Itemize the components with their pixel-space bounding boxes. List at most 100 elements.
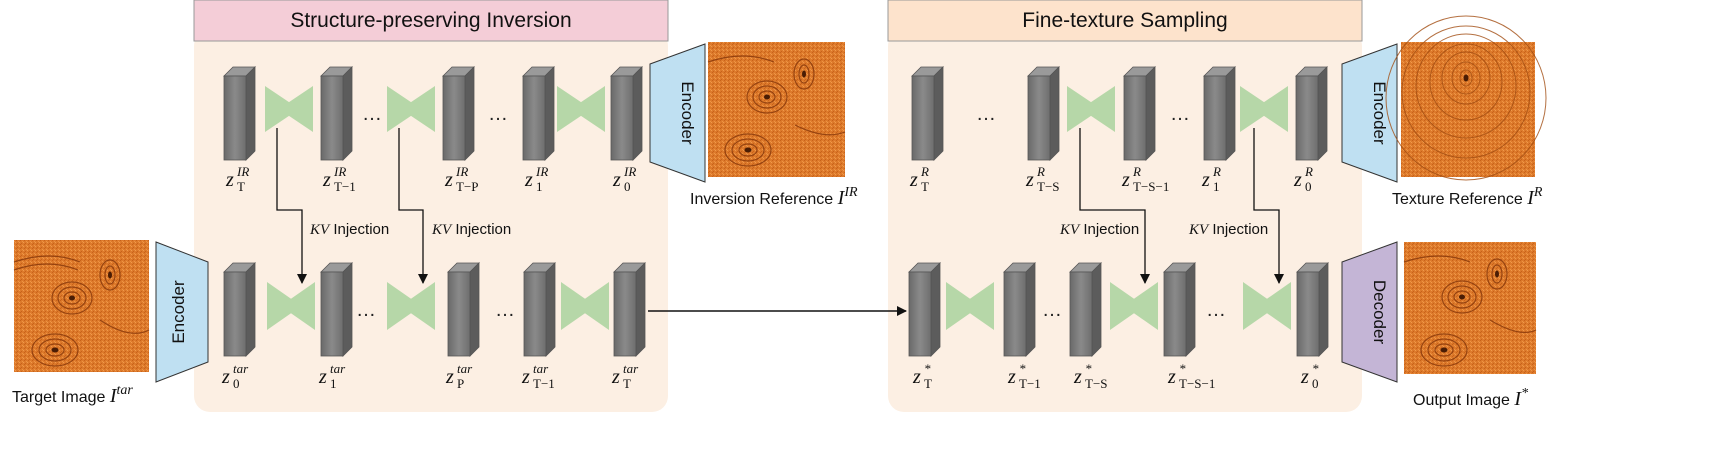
- target-image-caption: Target Image Itar: [12, 383, 133, 407]
- inversion-reference-image: [707, 42, 846, 177]
- unet-block: [267, 282, 315, 330]
- sampling-title: Fine-texture Sampling: [1022, 9, 1227, 32]
- latent-label-subscript: 1: [536, 179, 543, 194]
- texture-reference-encoder: [1341, 43, 1398, 183]
- output-image-caption: Output Image I*: [1413, 386, 1528, 410]
- latent-label-subscript: T−1: [533, 376, 555, 391]
- inversion-reference-caption: Inversion Reference IIR: [690, 185, 858, 209]
- latent-label-subscript: 1: [330, 376, 337, 391]
- latent-block: [1296, 262, 1329, 357]
- ellipsis: …: [362, 103, 382, 125]
- latent-block: [522, 66, 555, 161]
- ellipsis: …: [1042, 299, 1062, 321]
- latent-label: z*: [1007, 361, 1026, 388]
- latent-label-subscript: T: [623, 376, 631, 391]
- ellipsis: …: [1206, 299, 1226, 321]
- latent-block: [1069, 262, 1102, 357]
- unet-block: [1243, 282, 1291, 330]
- latent-block: [1003, 262, 1036, 357]
- kv-injection-arrow: [1079, 128, 1150, 284]
- latent-label-subscript: T: [924, 376, 932, 391]
- unet-block: [387, 282, 435, 330]
- kv-injection-label: KV Injection: [431, 221, 511, 238]
- latent-label: z*: [1073, 361, 1092, 388]
- latent-block: [1123, 66, 1156, 161]
- latent-label-subscript: T−S: [1037, 179, 1060, 194]
- latent-block: [613, 262, 646, 357]
- latent-label-subscript: T−1: [1019, 376, 1041, 391]
- kv-injection-arrow: [398, 128, 428, 284]
- latent-block: [610, 66, 643, 161]
- unet-block: [946, 282, 994, 330]
- ellipsis: …: [495, 299, 515, 321]
- unet-block: [1240, 86, 1288, 132]
- latent-block: [320, 66, 353, 161]
- texture-reference-caption: Texture Reference IR: [1392, 185, 1543, 209]
- latent-block: [223, 262, 256, 357]
- inversion-title: Structure-preserving Inversion: [290, 9, 571, 32]
- latent-block: [523, 262, 556, 357]
- latent-label: z*: [912, 361, 931, 388]
- latent-label-subscript: T−P: [456, 179, 479, 194]
- latent-block: [447, 262, 480, 357]
- latent-block: [320, 262, 353, 357]
- kv-injection-label: KV Injection: [1188, 221, 1268, 238]
- ellipsis: …: [488, 103, 508, 125]
- latent-label: z*: [1300, 361, 1319, 388]
- target-image: [13, 240, 150, 372]
- latent-block: [1203, 66, 1236, 161]
- ellipsis: …: [356, 299, 376, 321]
- latent-block: [1163, 262, 1196, 357]
- unet-block: [1067, 86, 1115, 132]
- output-decoder-label: Decoder: [1370, 280, 1389, 345]
- unet-block: [265, 86, 313, 132]
- latent-blocks-layer: [223, 66, 1329, 357]
- latent-label-subscript: P: [457, 376, 464, 391]
- unet-block: [561, 282, 609, 330]
- inversion-title-box: [193, 0, 669, 42]
- kv-injection-label: KV Injection: [1059, 221, 1139, 238]
- kv-injection-arrow: [1253, 128, 1284, 284]
- latent-label-subscript: 1: [1213, 179, 1220, 194]
- latent-label-subscript: 0: [1312, 376, 1319, 391]
- target-encoder-label: Encoder: [169, 280, 188, 344]
- texture-reference-image: [1385, 15, 1547, 181]
- latent-label-subscript: T−S−1: [1179, 376, 1215, 391]
- latent-block: [1027, 66, 1060, 161]
- latent-block: [1295, 66, 1328, 161]
- ellipsis: …: [1170, 103, 1190, 125]
- ellipsis: …: [976, 103, 996, 125]
- latent-label-subscript: T: [237, 179, 245, 194]
- sampling-title-box: [887, 0, 1363, 42]
- latent-label-subscript: T−S−1: [1133, 179, 1169, 194]
- latent-block: [223, 66, 256, 161]
- target-encoder: [155, 241, 209, 383]
- latent-block: [911, 66, 944, 161]
- latent-label-subscript: 0: [233, 376, 240, 391]
- latent-block: [908, 262, 941, 357]
- latent-label-subscript: T−S: [1085, 376, 1108, 391]
- output-decoder: [1341, 241, 1398, 383]
- inversion-reference-encoder: [649, 43, 706, 183]
- inversion-reference-encoder-label: Encoder: [678, 81, 697, 145]
- texture-reference-encoder-label: Encoder: [1370, 81, 1389, 145]
- latent-label-subscript: 0: [624, 179, 631, 194]
- kv-injection-label: KV Injection: [309, 221, 389, 238]
- latent-label-subscript: T: [921, 179, 929, 194]
- latent-label-subscript: T−1: [334, 179, 356, 194]
